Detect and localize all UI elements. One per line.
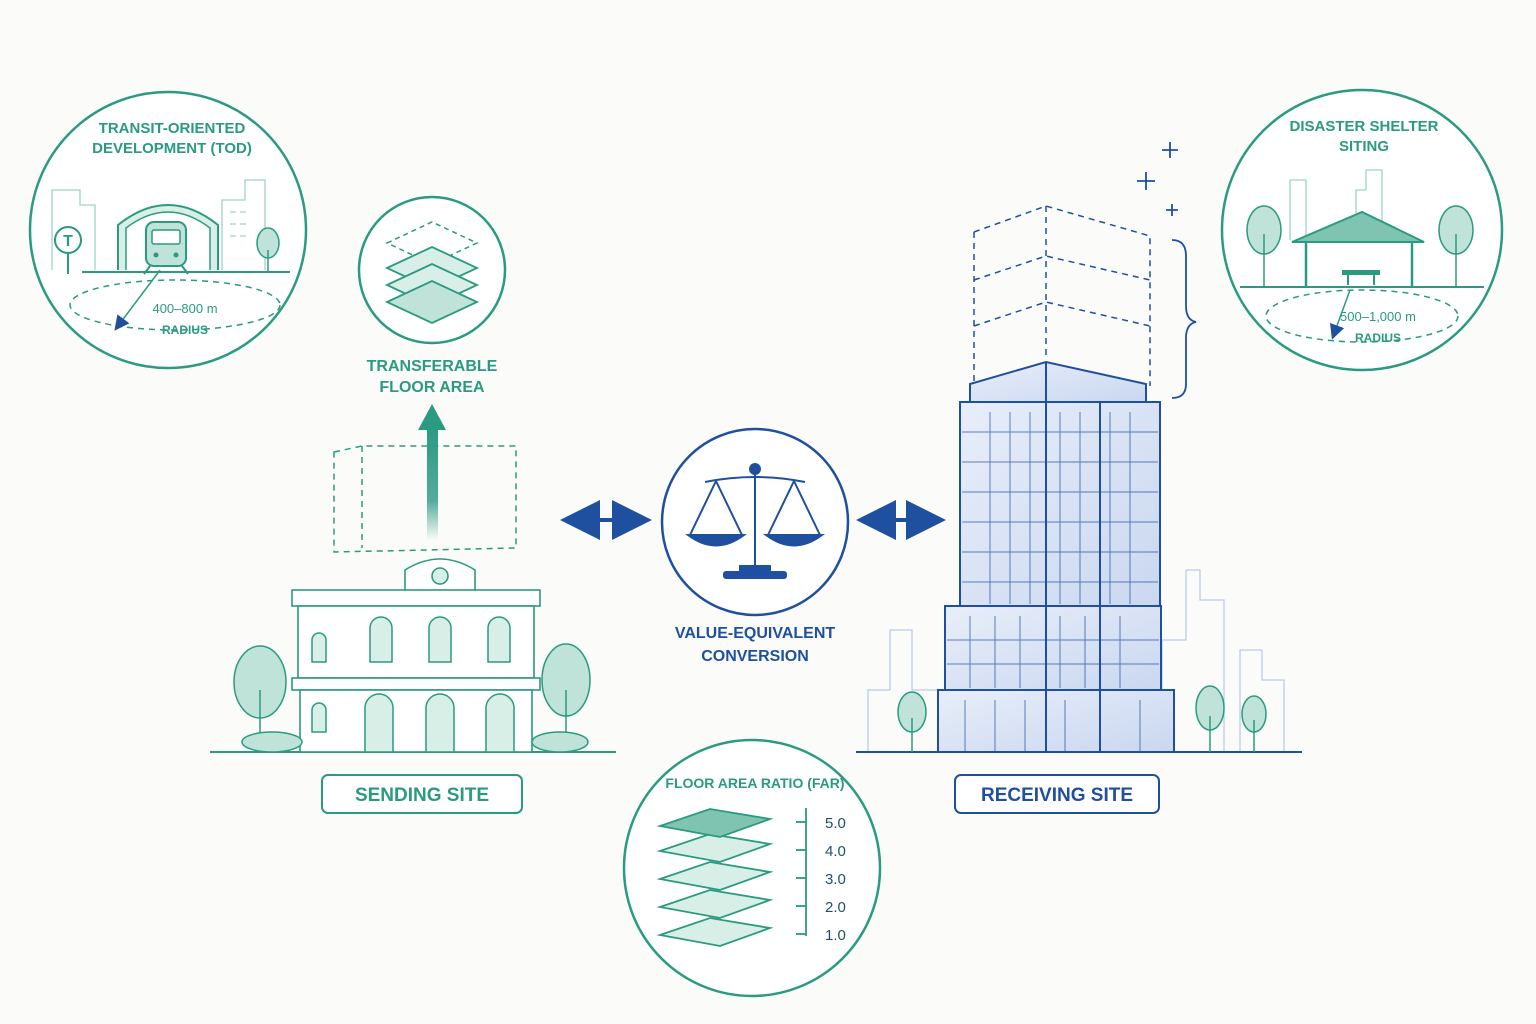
far-layers	[656, 808, 774, 947]
far-level-1: 1.0	[825, 927, 846, 944]
scale-of-justice-icon	[684, 463, 826, 579]
receiving-site-badge: RECEIVING SITE	[954, 774, 1160, 814]
far-scale	[796, 808, 807, 936]
shelter-title-line1: DISASTER SHELTER	[1290, 118, 1439, 135]
shelter-pavilion-icon	[1291, 210, 1425, 286]
far-title: FLOOR AREA RATIO (FAR)	[665, 775, 844, 791]
tower-grid	[947, 412, 1159, 752]
receiving-site-illustration	[856, 142, 1302, 753]
transit-sign-letter: T	[63, 233, 73, 250]
transferable-label-line2: FLOOR AREA	[379, 379, 485, 396]
far-level-4: 4.0	[825, 843, 846, 860]
sending-site-badge: SENDING SITE	[321, 774, 523, 814]
transferable-floor-area-panel: TRANSFERABLE FLOOR AREA	[333, 195, 517, 553]
plus-icon	[1137, 142, 1178, 216]
train-station	[117, 204, 219, 275]
tree-icon	[233, 643, 591, 753]
tod-title-line2: DEVELOPMENT (TOD)	[92, 140, 252, 157]
shelter-title-line2: SITING	[1339, 138, 1389, 155]
tree-icon	[897, 685, 1267, 752]
tod-panel: TRANSIT-ORIENTED DEVELOPMENT (TOD) T	[28, 90, 308, 370]
far-panel: FLOOR AREA RATIO (FAR) 5.0 4.0 3.0 2.0 1…	[622, 738, 882, 998]
receiving-site-label: RECEIVING SITE	[981, 785, 1133, 806]
tod-radius-ring	[69, 279, 281, 331]
transferable-label-line1: TRANSFERABLE	[367, 358, 498, 375]
tod-skyline	[51, 179, 266, 270]
train-icon	[143, 221, 189, 275]
tod-title-line1: TRANSIT-ORIENTED	[99, 120, 246, 137]
shelter-radius-label: RADIUS	[1355, 331, 1401, 345]
upward-arrow-icon	[418, 404, 446, 540]
tod-radius-label: RADIUS	[162, 323, 208, 337]
far-level-5: 5.0	[825, 815, 846, 832]
shelter-radius-value: 500–1,000 m	[1340, 309, 1416, 324]
sending-site-label: SENDING SITE	[355, 785, 489, 806]
conversion-label-line1: VALUE-EQUIVALENT	[675, 625, 836, 642]
far-level-2: 2.0	[825, 899, 846, 916]
transit-sign-icon: T	[54, 226, 82, 274]
shelter-radius-ring	[1265, 289, 1459, 343]
tree-icon	[1246, 205, 1474, 286]
shelter-panel: DISASTER SHELTER SITING 500–1,000 m RADI…	[1220, 88, 1504, 372]
sending-site-illustration	[210, 558, 616, 753]
conversion-panel: VALUE-EQUIVALENT CONVERSION	[560, 427, 946, 665]
conversion-label-line2: CONVERSION	[701, 648, 809, 665]
far-level-3: 3.0	[825, 871, 846, 888]
added-floors-brace	[1171, 239, 1197, 399]
transferred-volume-outline	[333, 445, 517, 553]
tree-icon	[256, 227, 280, 272]
stacked-layers-icon	[384, 221, 480, 324]
tod-radius-value: 400–800 m	[152, 301, 217, 316]
added-floors-outline	[973, 205, 1151, 386]
